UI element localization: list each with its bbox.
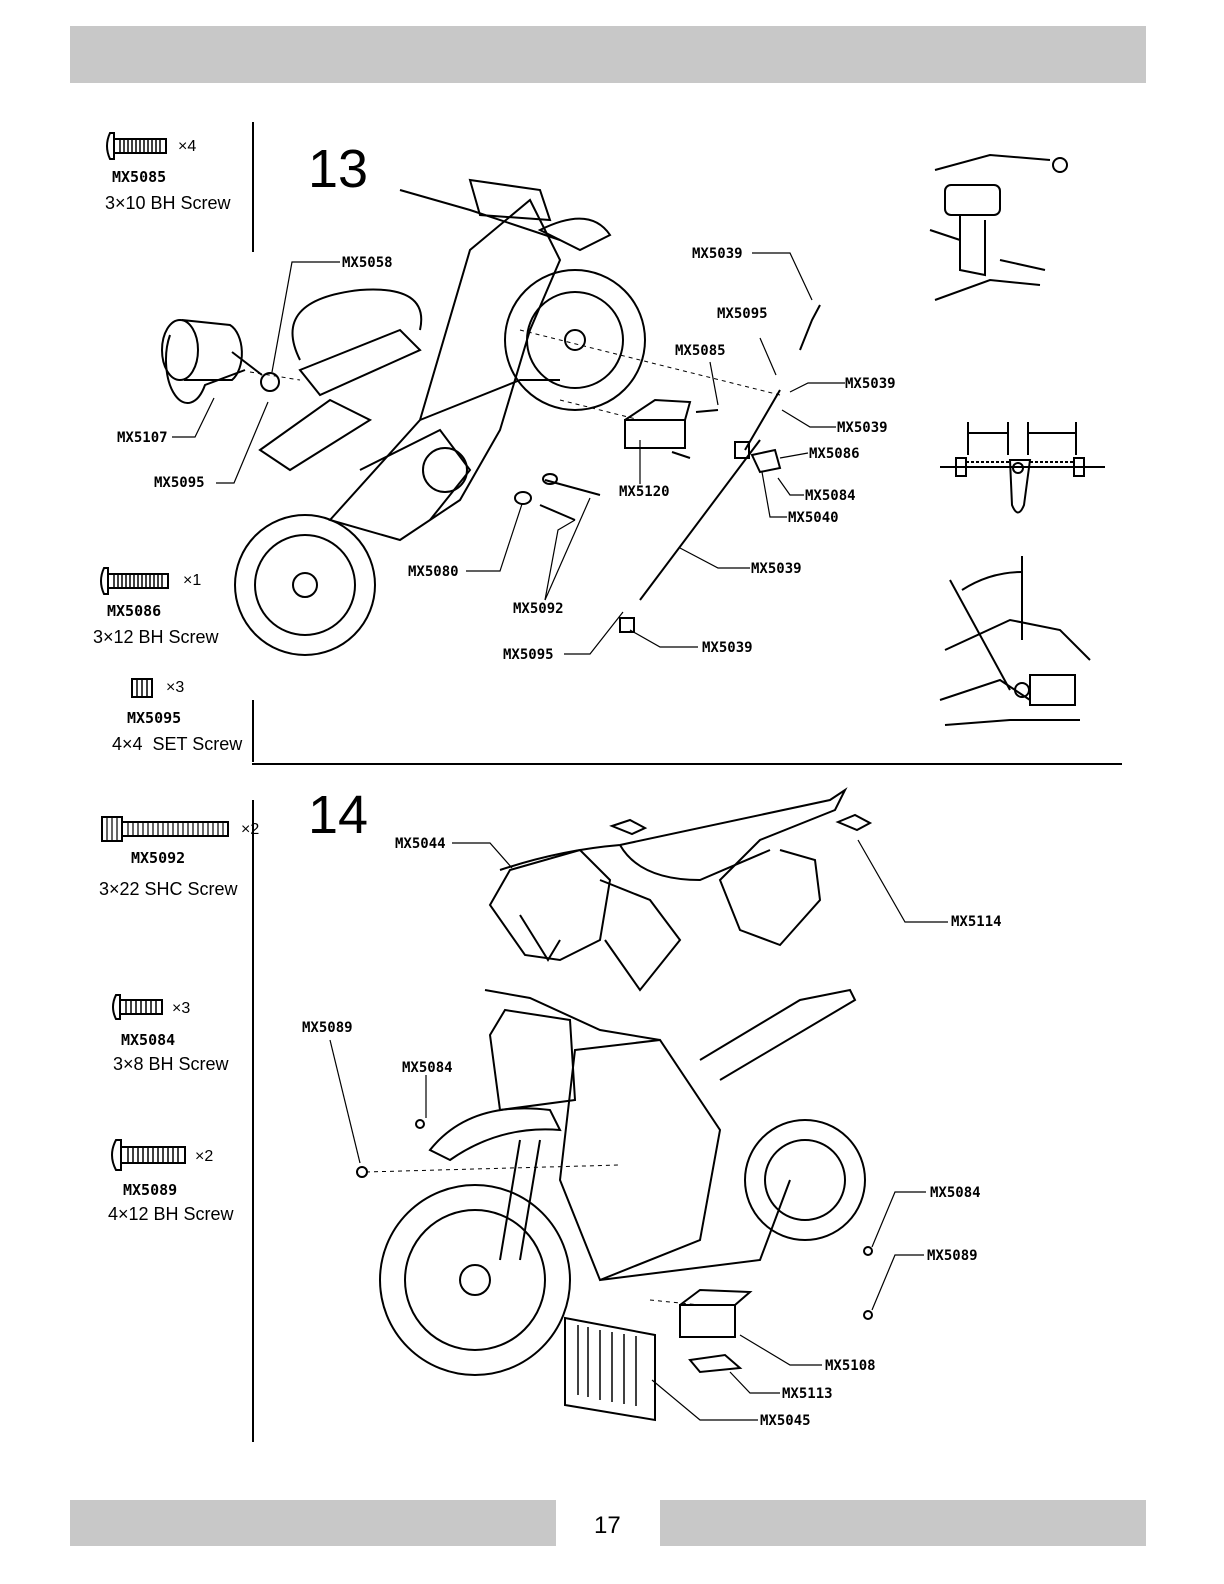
hw-qty: ×1 <box>183 572 202 589</box>
callout-label: MX5084 <box>402 1060 453 1076</box>
callout-label: MX5095 <box>154 475 205 491</box>
footer-bar-left <box>70 1500 556 1546</box>
hardware-divider-bottom <box>252 800 254 1442</box>
hw-code: MX5086 <box>107 602 162 620</box>
hw-desc: 3×22 SHC Screw <box>99 879 238 899</box>
callout-label: MX5039 <box>837 420 888 436</box>
hardware-divider-mid <box>252 700 254 762</box>
hw-code: MX5084 <box>121 1031 176 1049</box>
hw-code: MX5089 <box>123 1181 178 1199</box>
hw-desc: 4×4 SET Screw <box>112 734 243 754</box>
callout-label: MX5092 <box>513 601 564 617</box>
callout-label: MX5084 <box>805 488 856 504</box>
callout-label: MX5108 <box>825 1358 876 1374</box>
step-13-number: 13 <box>308 139 369 199</box>
hw-desc: 4×12 BH Screw <box>108 1204 234 1224</box>
page-number: 17 <box>594 1512 621 1539</box>
bh-screw-icon <box>106 132 167 160</box>
callout-label: MX5044 <box>395 836 446 852</box>
callout-label: MX5045 <box>760 1413 811 1429</box>
callout-label: MX5039 <box>702 640 753 656</box>
bh-screw-icon <box>111 1139 186 1171</box>
callout-label: MX5085 <box>675 343 726 359</box>
hw-desc: 3×10 BH Screw <box>105 193 231 213</box>
hw-desc: 3×8 BH Screw <box>113 1054 229 1074</box>
set-screw-icon <box>131 678 153 698</box>
callout-label: MX5089 <box>302 1020 353 1036</box>
callout-label: MX5080 <box>408 564 459 580</box>
callout-label: MX5040 <box>788 510 839 526</box>
callout-label: MX5058 <box>342 255 393 271</box>
header-bar <box>70 26 1146 83</box>
callout-label: MX5039 <box>692 246 743 262</box>
callout-label: MX5089 <box>927 1248 978 1264</box>
hw-qty: ×4 <box>178 138 197 155</box>
callout-label: MX5084 <box>930 1185 981 1201</box>
hw-code: MX5095 <box>127 709 182 727</box>
bh-screw-icon <box>112 994 163 1020</box>
callout-label: MX5095 <box>717 306 768 322</box>
hw-desc: 3×12 BH Screw <box>93 627 219 647</box>
hw-code: MX5085 <box>112 168 167 186</box>
bh-screw-icon <box>100 567 169 595</box>
callout-label: MX5086 <box>809 446 860 462</box>
callout-label: MX5039 <box>845 376 896 392</box>
footer-bar-right <box>660 1500 1146 1546</box>
callout-label: MX5107 <box>117 430 168 446</box>
callout-label: MX5120 <box>619 484 670 500</box>
callout-label: MX5113 <box>782 1386 833 1402</box>
callout-label: MX5095 <box>503 647 554 663</box>
step-divider <box>252 763 1122 765</box>
step-14-number: 14 <box>308 785 369 845</box>
hw-qty: ×3 <box>166 679 185 696</box>
hardware-divider-top <box>252 122 254 252</box>
callout-label: MX5114 <box>951 914 1002 930</box>
hw-qty: ×3 <box>172 1000 191 1017</box>
hw-qty: ×2 <box>241 821 260 838</box>
callout-label: MX5039 <box>751 561 802 577</box>
hw-qty: ×2 <box>195 1148 214 1165</box>
hw-code: MX5092 <box>131 849 186 867</box>
shc-screw-icon <box>101 816 229 842</box>
